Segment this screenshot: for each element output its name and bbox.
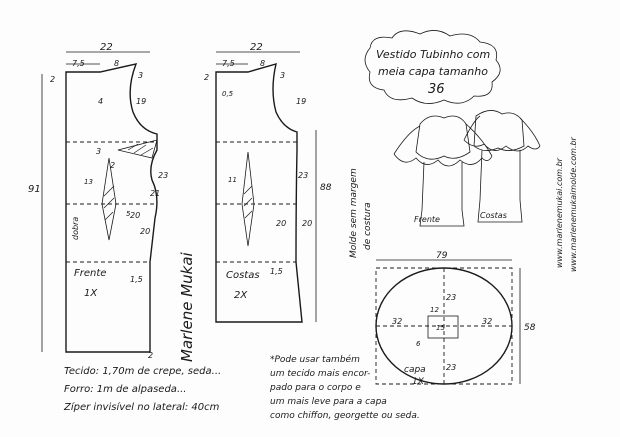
cape-side-left: 23	[446, 293, 456, 302]
side-note-line-1: Molde sem margem	[349, 168, 359, 258]
front-dart-hatch	[103, 185, 115, 221]
materials-lining: Forro: 1m de alpaseda...	[64, 384, 186, 395]
front-bust-dart	[117, 139, 158, 159]
website-line-2: www.marlenemukaimolde.com.br	[569, 136, 578, 272]
back-width-label: 22	[250, 42, 263, 53]
front-bust-dart-hatch	[127, 143, 154, 156]
back-hip-width-2: 20	[302, 219, 312, 228]
title-cloud-outline	[364, 30, 501, 104]
note-line-2: um tecido mais encor-	[270, 369, 370, 379]
back-neck: 2	[204, 73, 209, 82]
sketch-front-label: Frente	[414, 215, 440, 224]
back-hem-ease: 1,5	[270, 267, 283, 276]
back-hip-width-1: 20	[276, 219, 286, 228]
cape-width: 79	[436, 251, 448, 261]
front-dart-width: 2	[110, 161, 115, 170]
title-line-2: meia capa tamanho	[378, 65, 488, 78]
front-outline	[65, 63, 158, 353]
front-neck: 2	[50, 75, 55, 84]
back-dart-hatch	[243, 185, 253, 219]
note-line-1: *Pode usar também	[270, 354, 360, 365]
cape-inner-h: 6	[416, 340, 421, 348]
front-top-left: 7,5	[72, 59, 85, 68]
website-line-1: www.marlenemukai.com.br	[555, 157, 564, 268]
front-width-label: 22	[100, 42, 113, 53]
back-dart-len: 11	[228, 176, 237, 184]
side-note-line-2: de costura	[363, 202, 373, 250]
back-piece-name: Costas	[226, 270, 260, 281]
fabric-note: *Pode usar também um tecido mais encor- …	[269, 354, 420, 421]
back-piece: 22 7,5 8 3 2 19 0,5 11 23 20 20 88 1,5 C…	[204, 42, 332, 323]
sketch-back-label: Costas	[480, 211, 507, 220]
front-hip-width-2: 20	[130, 211, 140, 220]
back-top-mid: 8	[260, 59, 265, 68]
cape-neck-opening	[427, 315, 459, 339]
cape-piece-count: 1X	[412, 377, 425, 387]
front-bust-drop: 3	[96, 147, 101, 156]
back-corner: 3	[280, 71, 285, 80]
front-fold-label: dobra	[71, 217, 80, 240]
front-shoulder-tab: 4	[98, 97, 103, 106]
front-waist-dart	[101, 157, 117, 241]
materials-zipper: Zíper invisível no lateral: 40cm	[63, 401, 220, 413]
front-side-small: 2	[148, 351, 153, 360]
front-armhole-depth: 19	[136, 97, 146, 106]
back-side-length: 88	[320, 183, 332, 193]
front-top-mid: 8	[114, 59, 119, 68]
materials-list: Tecido: 1,70m de crepe, seda... Forro: 1…	[63, 366, 221, 413]
dress-sketch-back: Costas	[463, 110, 541, 223]
front-piece-name: Frente	[74, 268, 106, 279]
materials-fabric: Tecido: 1,70m de crepe, seda...	[64, 366, 221, 377]
cape-piece: 79 58 32 32 23 23 12 15 6 capa 1X	[375, 251, 536, 387]
front-hem-ease: 1,5	[130, 275, 143, 284]
cape-height: 58	[524, 323, 536, 333]
back-waist-dart	[241, 151, 255, 247]
front-total-length: 91	[28, 184, 41, 195]
back-outline	[215, 63, 303, 323]
designer-signature: Marlene Mukai	[178, 251, 196, 362]
cape-inner-w1: 32	[392, 317, 402, 326]
title-line-1: Vestido Tubinho com	[376, 48, 490, 61]
note-line-5: como chiffon, georgette ou seda.	[270, 411, 420, 421]
front-hip-width-3: 20	[140, 227, 150, 236]
front-piece: 22 7,5 8 3 2 91 19 4 3 2 23 21 20 20 1,5…	[28, 42, 168, 360]
cape-top-bar: 12	[430, 306, 439, 314]
cape-side-right: 23	[446, 363, 456, 372]
front-corner: 3	[138, 71, 143, 80]
note-line-3: pado para o corpo e	[269, 383, 361, 393]
dress-sketch-front: Frente	[393, 115, 493, 227]
front-dart-len-2: 5	[126, 210, 131, 218]
cape-piece-name: capa	[404, 365, 426, 375]
back-piece-count: 2X	[234, 290, 248, 301]
title-cloud: Vestido Tubinho com meia capa tamanho 36	[364, 30, 501, 104]
back-waist-drop: 23	[298, 171, 308, 180]
cape-neck-w: 15	[436, 324, 445, 332]
front-dart-len-1: 13	[84, 178, 93, 186]
note-line-4: um mais leve para a capa	[270, 397, 387, 407]
back-armhole-depth: 19	[296, 97, 306, 106]
title-size: 36	[428, 82, 445, 97]
back-top-left: 7,5	[222, 59, 235, 68]
back-half-dart: 0,5	[222, 90, 234, 98]
front-piece-count: 1X	[84, 288, 98, 299]
front-hip-width-1: 21	[150, 189, 160, 198]
cape-inner-w2: 32	[482, 317, 492, 326]
front-waist-drop: 23	[158, 171, 168, 180]
